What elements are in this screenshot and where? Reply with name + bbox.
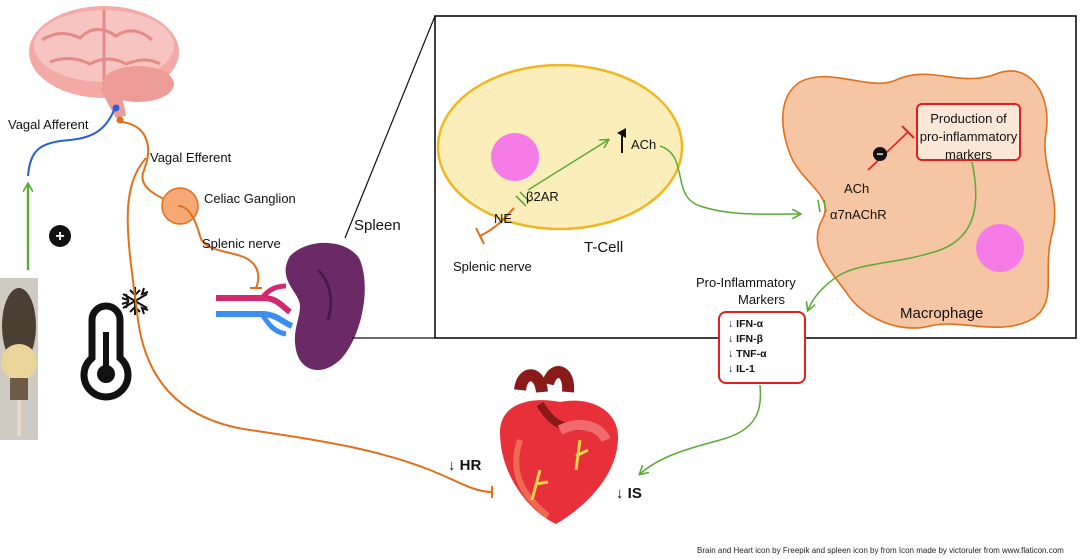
tcell-label: T-Cell [584, 239, 623, 256]
marker-item: ↓ IFN-β [728, 333, 763, 345]
inset-splenic-nerve-label: Splenic nerve [453, 259, 532, 274]
production-line1: Production of [930, 111, 1007, 126]
beta2ar-to-ach-arrow [527, 140, 608, 191]
tcell-nucleus [491, 133, 539, 181]
production-line2: pro-inflammatory [919, 129, 1018, 144]
markers-to-heart-arrow [640, 384, 762, 474]
svg-text:−: − [876, 147, 883, 161]
production-line3: markers [945, 147, 992, 162]
pro-inflammatory-title-line1: Pro-Inflammatory [696, 275, 796, 290]
mouse-photo [0, 278, 38, 440]
marker-item: ↓ IL-1 [728, 363, 755, 375]
macrophage-nucleus [976, 224, 1024, 272]
tcell-body [436, 63, 684, 231]
spleen-label: Spleen [354, 217, 401, 234]
vagal-efferent-line [121, 121, 181, 207]
heart-icon [500, 366, 619, 524]
thermometer-icon [80, 302, 132, 401]
vagal-efferent-label: Vagal Efferent [150, 150, 232, 165]
inhibition-line [867, 131, 909, 171]
ach-tcell-label: ACh [631, 137, 656, 152]
pro-inflammatory-title-line2: Markers [738, 292, 785, 307]
hr-label: ↓ HR [448, 457, 482, 474]
marker-item: ↓ IFN-α [728, 318, 764, 330]
ach-macrophage-label: ACh [844, 181, 869, 196]
production-box: Production of pro-inflammatory markers [916, 103, 1021, 162]
ne-label: NE [494, 211, 512, 226]
markers-box: ↓ IFN-α ↓ IFN-β ↓ TNF-α ↓ IL-1 [718, 311, 806, 384]
ach-to-a7nachr-arrow [659, 145, 800, 214]
is-label: ↓ IS [616, 485, 642, 502]
beta2ar-receptor-mark [515, 191, 531, 207]
spleen-icon [216, 242, 365, 371]
beta2ar-label: β2AR [526, 189, 559, 204]
vagal-afferent-line [27, 109, 115, 177]
celiac-ganglion-label: Celiac Ganglion [204, 191, 296, 206]
minus-icon: − [873, 147, 887, 161]
a7nachr-label: α7nAChR [830, 207, 887, 222]
a7nachr-receptor-mark [817, 199, 827, 213]
efferent-to-heart-line [126, 157, 493, 493]
credit-text: Brain and Heart icon by Freepik and sple… [697, 546, 1064, 555]
inset-splenic-nerve [479, 207, 515, 237]
svg-text:+: + [55, 228, 64, 245]
inhibition-bar [901, 125, 915, 139]
zoom-line-top [344, 15, 436, 239]
production-to-markers-arrow [808, 161, 977, 310]
celiac-ganglion-icon [161, 187, 262, 289]
macrophage-label: Macrophage [900, 305, 983, 322]
plus-icon: + [49, 225, 71, 247]
brain-icon [29, 6, 179, 124]
vagal-afferent-label: Vagal Afferent [8, 117, 89, 132]
splenic-nerve-label: Splenic nerve [202, 236, 281, 251]
marker-item: ↓ TNF-α [728, 348, 767, 360]
